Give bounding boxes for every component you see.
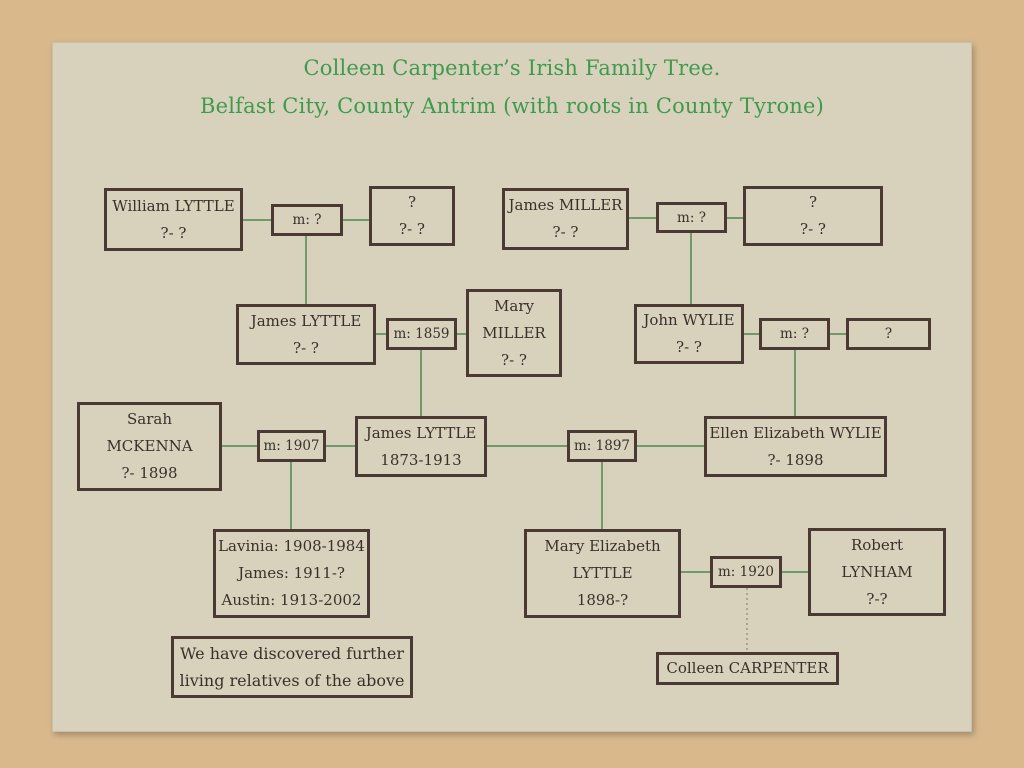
marriage-1907: m: 1907 xyxy=(257,430,326,462)
person-name: Mary Elizabeth xyxy=(544,537,661,555)
person-name: James MILLER xyxy=(508,196,623,214)
person-name: John WYLIE xyxy=(643,311,735,329)
person-dates: ?- ? xyxy=(293,338,319,357)
note-line: living relatives of the above xyxy=(179,671,405,690)
person-dates: ?- ? xyxy=(800,220,826,238)
person-name: Sarah xyxy=(127,410,172,428)
person-surname: MCKENNA xyxy=(106,437,193,455)
person-dates: ?- ? xyxy=(676,338,702,356)
person-name: ? xyxy=(407,193,417,211)
marriage-william-lyttle: m: ? xyxy=(271,204,343,236)
person-john-wylie: John WYLIE ?- ? xyxy=(634,304,744,364)
person-unknown-spouse-1: ? ?- ? xyxy=(369,186,455,246)
person-james-lyttle-sr: James LYTTLE ?- ? xyxy=(236,304,376,365)
tree-subtitle: Belfast City, County Antrim (with roots … xyxy=(199,94,825,118)
marriage-1897: m: 1897 xyxy=(567,430,637,462)
person-dates: ?- ? xyxy=(160,223,187,242)
marriage-1920: m: 1920 xyxy=(710,556,782,588)
child-entry: James: 1911-? xyxy=(238,564,345,582)
person-robert-lynham: Robert LYNHAM ?-? xyxy=(808,528,946,616)
person-unknown-spouse-2: ? ?- ? xyxy=(743,186,883,246)
note-line: We have discovered further xyxy=(180,644,404,663)
person-ellen-elizabeth-wylie: Ellen Elizabeth WYLIE ?- 1898 xyxy=(704,416,887,477)
person-dates: 1898-? xyxy=(576,591,629,609)
person-sarah-mckenna: Sarah MCKENNA ?- 1898 xyxy=(77,402,222,491)
person-name: Ellen Elizabeth WYLIE xyxy=(709,423,882,442)
person-name: Mary xyxy=(494,296,534,315)
person-james-lyttle: James LYTTLE 1873-1913 xyxy=(355,416,487,477)
relatives-note: We have discovered further living relati… xyxy=(171,636,413,698)
child-entry: Lavinia: 1908-1984 xyxy=(218,537,365,555)
person-name: William LYTTLE xyxy=(112,196,235,215)
person-name: James LYTTLE xyxy=(250,311,362,330)
person-dates: ?- 1898 xyxy=(121,464,178,482)
person-unknown-spouse-3: ? xyxy=(846,318,931,350)
marriage-john-wylie: m: ? xyxy=(759,318,830,350)
child-entry: Austin: 1913-2002 xyxy=(221,591,362,609)
person-dates: ?- ? xyxy=(552,223,579,241)
person-dates: ?- 1898 xyxy=(767,450,824,469)
marriage-james-miller: m: ? xyxy=(656,202,727,233)
person-mary-elizabeth-lyttle: Mary Elizabeth LYTTLE 1898-? xyxy=(524,529,681,618)
person-dates: ?- ? xyxy=(399,220,425,238)
marriage-1859: m: 1859 xyxy=(386,318,457,350)
person-surname: MILLER xyxy=(482,323,546,342)
tree-title: Colleen Carpenter’s Irish Family Tree. xyxy=(303,56,721,80)
person-dates: ?-? xyxy=(866,589,888,608)
person-james-miller: James MILLER ?- ? xyxy=(502,188,629,250)
person-william-lyttle: William LYTTLE ?- ? xyxy=(104,188,243,251)
person-surname: LYTTLE xyxy=(572,564,633,582)
person-colleen-carpenter: Colleen CARPENTER xyxy=(656,652,839,685)
children-of-1907-marriage: Lavinia: 1908-1984 James: 1911-? Austin:… xyxy=(213,529,370,618)
person-name: Robert xyxy=(850,535,903,554)
person-mary-miller: Mary MILLER ?- ? xyxy=(466,289,562,377)
person-surname: LYNHAM xyxy=(841,562,913,581)
person-name: James LYTTLE xyxy=(365,423,477,442)
person-dates: ?- ? xyxy=(501,350,527,369)
paper-sheet xyxy=(52,42,972,732)
person-dates: 1873-1913 xyxy=(380,450,462,469)
person-name: ? xyxy=(808,193,818,211)
